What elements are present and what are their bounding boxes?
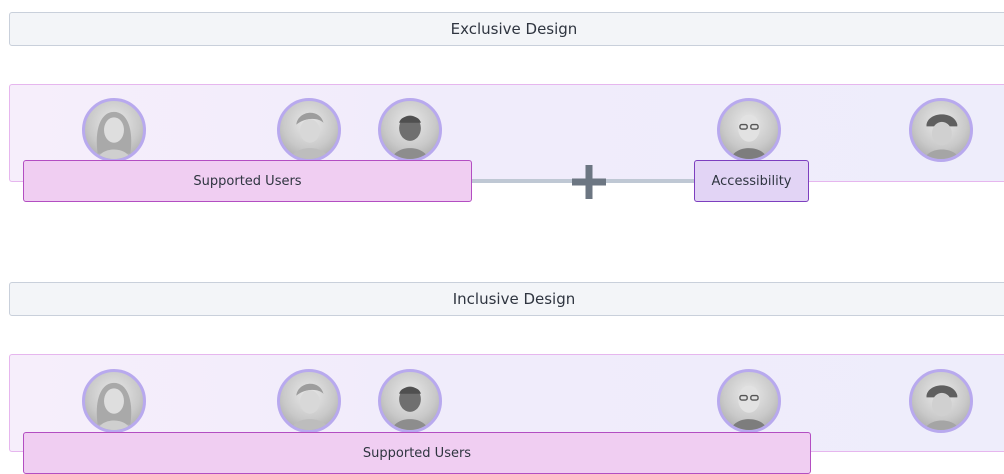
avatar-man-cap bbox=[909, 369, 973, 433]
avatar-man-glasses bbox=[717, 98, 781, 162]
plus-icon bbox=[569, 163, 609, 201]
avatar-man-short-hair bbox=[378, 369, 442, 433]
inclusive-supported-users-box: Supported Users bbox=[23, 432, 811, 474]
avatar-man-swept-hair bbox=[277, 369, 341, 433]
exclusive-design-header: Exclusive Design bbox=[9, 12, 1004, 46]
avatar-man-short-hair bbox=[378, 98, 442, 162]
exclusive-supported-users-box: Supported Users bbox=[23, 160, 472, 202]
inclusive-design-header: Inclusive Design bbox=[9, 282, 1004, 316]
accessibility-label: Accessibility bbox=[711, 173, 792, 189]
avatar-man-swept-hair bbox=[277, 98, 341, 162]
inclusive-design-title: Inclusive Design bbox=[452, 290, 576, 308]
avatar-man-cap bbox=[909, 98, 973, 162]
exclusive-design-title: Exclusive Design bbox=[450, 20, 578, 38]
avatar-man-glasses bbox=[717, 369, 781, 433]
accessibility-box: Accessibility bbox=[694, 160, 809, 202]
inclusive-supported-users-label: Supported Users bbox=[362, 445, 472, 461]
avatar-woman-long-hair bbox=[82, 369, 146, 433]
avatar-woman-long-hair bbox=[82, 98, 146, 162]
exclusive-supported-users-label: Supported Users bbox=[193, 173, 302, 189]
